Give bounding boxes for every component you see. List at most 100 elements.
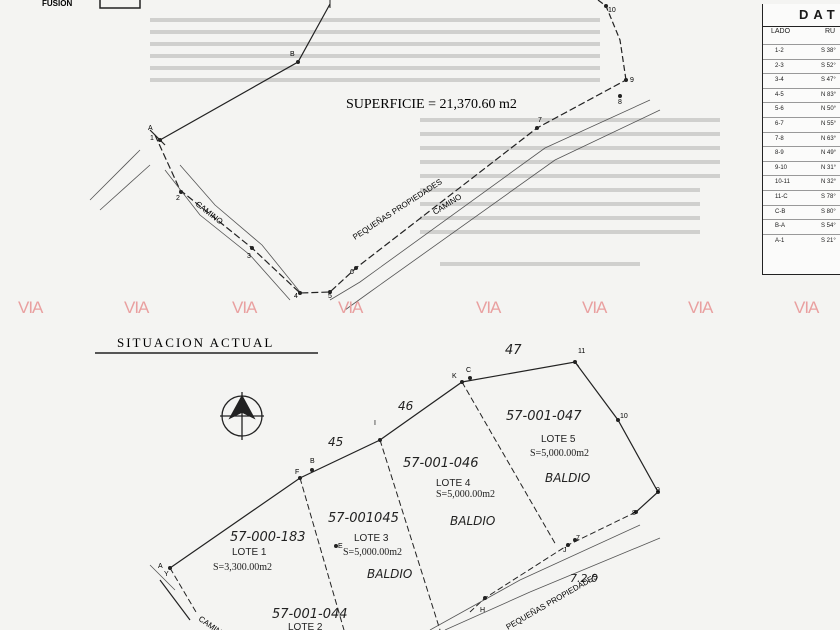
table-cell-rumbo: S 80° xyxy=(821,208,836,215)
svg-text:B: B xyxy=(290,51,295,58)
header-box xyxy=(99,0,141,9)
svg-text:57-000-183: 57-000-183 xyxy=(230,530,306,545)
table-title: DAT xyxy=(763,4,840,27)
svg-text:57-001-044: 57-001-044 xyxy=(272,607,348,622)
table-cell-rumbo: S 52° xyxy=(821,62,836,69)
lower-road xyxy=(149,524,661,630)
table-cell-lado: 7-8 xyxy=(775,135,784,142)
table-cell-lado: B-A xyxy=(775,223,786,230)
table-row: B-A S 54° xyxy=(763,219,840,232)
watermark: VIA xyxy=(232,298,257,317)
table-cell-rumbo: S 21° xyxy=(821,237,836,244)
svg-text:Y: Y xyxy=(164,571,169,578)
svg-text:I: I xyxy=(374,420,376,427)
watermark: VIA xyxy=(124,298,149,317)
table-row: 10-11 N 32° xyxy=(763,175,840,188)
table-cell-lado: 8-9 xyxy=(775,150,784,157)
svg-text:S=5,000.00m2: S=5,000.00m2 xyxy=(343,547,402,558)
faint-background-text xyxy=(150,18,720,266)
svg-text:B: B xyxy=(310,458,315,465)
table-column-headers: LADO RU xyxy=(763,28,840,42)
svg-text:S=3,300.00m2: S=3,300.00m2 xyxy=(213,562,272,573)
watermark: VIA xyxy=(582,298,607,317)
col-rumbo: RU xyxy=(825,28,836,35)
table-row: 3-4 S 47° xyxy=(763,73,840,86)
table-cell-lado: 10-11 xyxy=(775,179,790,186)
north-arrow-icon xyxy=(220,392,264,440)
table-row: 2-3 S 52° xyxy=(763,58,840,72)
svg-text:8: 8 xyxy=(618,99,622,106)
svg-text:6: 6 xyxy=(350,269,354,276)
svg-text:57-001-047: 57-001-047 xyxy=(506,409,582,424)
svg-text:LOTE 5: LOTE 5 xyxy=(541,434,576,445)
table-cell-rumbo: S 78° xyxy=(821,194,836,200)
lower-points xyxy=(168,360,660,600)
svg-text:LOTE 2: LOTE 2 xyxy=(288,622,323,630)
table-cell-rumbo: S 38° xyxy=(821,48,836,54)
svg-text:10: 10 xyxy=(620,413,628,420)
upper-area-label: SUPERFICIE = 21,370.60 m2 xyxy=(346,97,517,112)
lot-labels: 57-001-047 LOTE 5 S=5,000.00m2 BALDIO 57… xyxy=(213,343,598,630)
svg-text:1: 1 xyxy=(150,135,154,142)
svg-text:S=5,000.00m2: S=5,000.00m2 xyxy=(530,448,589,459)
svg-text:8: 8 xyxy=(632,510,636,517)
watermark: VIA xyxy=(794,298,819,317)
table-cell-rumbo: S 47° xyxy=(821,77,836,84)
table-cell-lado: 3-4 xyxy=(775,77,784,84)
watermark: VIA xyxy=(338,298,363,317)
svg-text:BALDIO: BALDIO xyxy=(545,471,590,485)
svg-text:9: 9 xyxy=(656,487,660,494)
svg-text:LOTE 3: LOTE 3 xyxy=(354,533,389,544)
watermark: VIA xyxy=(688,298,713,317)
lot-dividers xyxy=(169,361,637,630)
svg-text:47: 47 xyxy=(505,343,522,358)
table-row: 8-9 N 49° xyxy=(763,146,840,159)
fusion-label: FUSION xyxy=(42,0,72,8)
lower-road-label: CAMINO xyxy=(197,614,228,630)
table-row: 7-8 N 63° xyxy=(763,131,840,145)
watermark: VIA xyxy=(18,298,43,317)
table-cell-lado: 2-3 xyxy=(775,62,784,69)
table-cell-rumbo: S 54° xyxy=(821,223,836,230)
section-title: SITUACION ACTUAL xyxy=(117,335,274,350)
svg-text:9: 9 xyxy=(630,77,634,84)
svg-text:57-001045: 57-001045 xyxy=(328,511,399,526)
table-cell-lado: 9-10 xyxy=(775,164,788,171)
table-row: 9-10 N 31° xyxy=(763,160,840,174)
svg-text:E: E xyxy=(338,543,343,550)
watermark: VIA xyxy=(476,298,501,317)
table-row: A-1 S 21° xyxy=(763,233,840,247)
svg-text:11: 11 xyxy=(578,348,585,355)
svg-text:BALDIO: BALDIO xyxy=(367,567,412,581)
svg-text:A: A xyxy=(158,563,163,570)
table-row: 11-C S 78° xyxy=(763,190,840,203)
svg-text:4: 4 xyxy=(294,293,298,300)
svg-text:S=5,000.00m2: S=5,000.00m2 xyxy=(436,489,495,500)
table-cell-rumbo: N 32° xyxy=(821,179,837,186)
svg-text:7: 7 xyxy=(538,117,542,124)
lower-parcel-boundary xyxy=(159,361,659,621)
svg-text:5: 5 xyxy=(328,293,332,300)
table-cell-lado: 4-5 xyxy=(775,91,784,98)
svg-text:F: F xyxy=(295,469,299,476)
table-cell-rumbo: N 63° xyxy=(821,135,837,142)
svg-text:10: 10 xyxy=(608,7,616,14)
svg-text:J: J xyxy=(563,547,567,554)
svg-text:3: 3 xyxy=(247,253,251,260)
table-cell-rumbo: N 31° xyxy=(821,164,837,171)
table-cell-lado: 6-7 xyxy=(775,121,784,127)
table-cell-rumbo: N 49° xyxy=(821,150,837,157)
svg-text:K: K xyxy=(452,373,457,380)
table-cell-lado: 11-C xyxy=(775,194,788,200)
table-cell-lado: A-1 xyxy=(775,237,785,244)
svg-text:A: A xyxy=(148,125,153,132)
svg-text:57-001-046: 57-001-046 xyxy=(403,456,479,471)
svg-text:LOTE 4: LOTE 4 xyxy=(436,478,471,489)
svg-text:7: 7 xyxy=(576,535,580,542)
